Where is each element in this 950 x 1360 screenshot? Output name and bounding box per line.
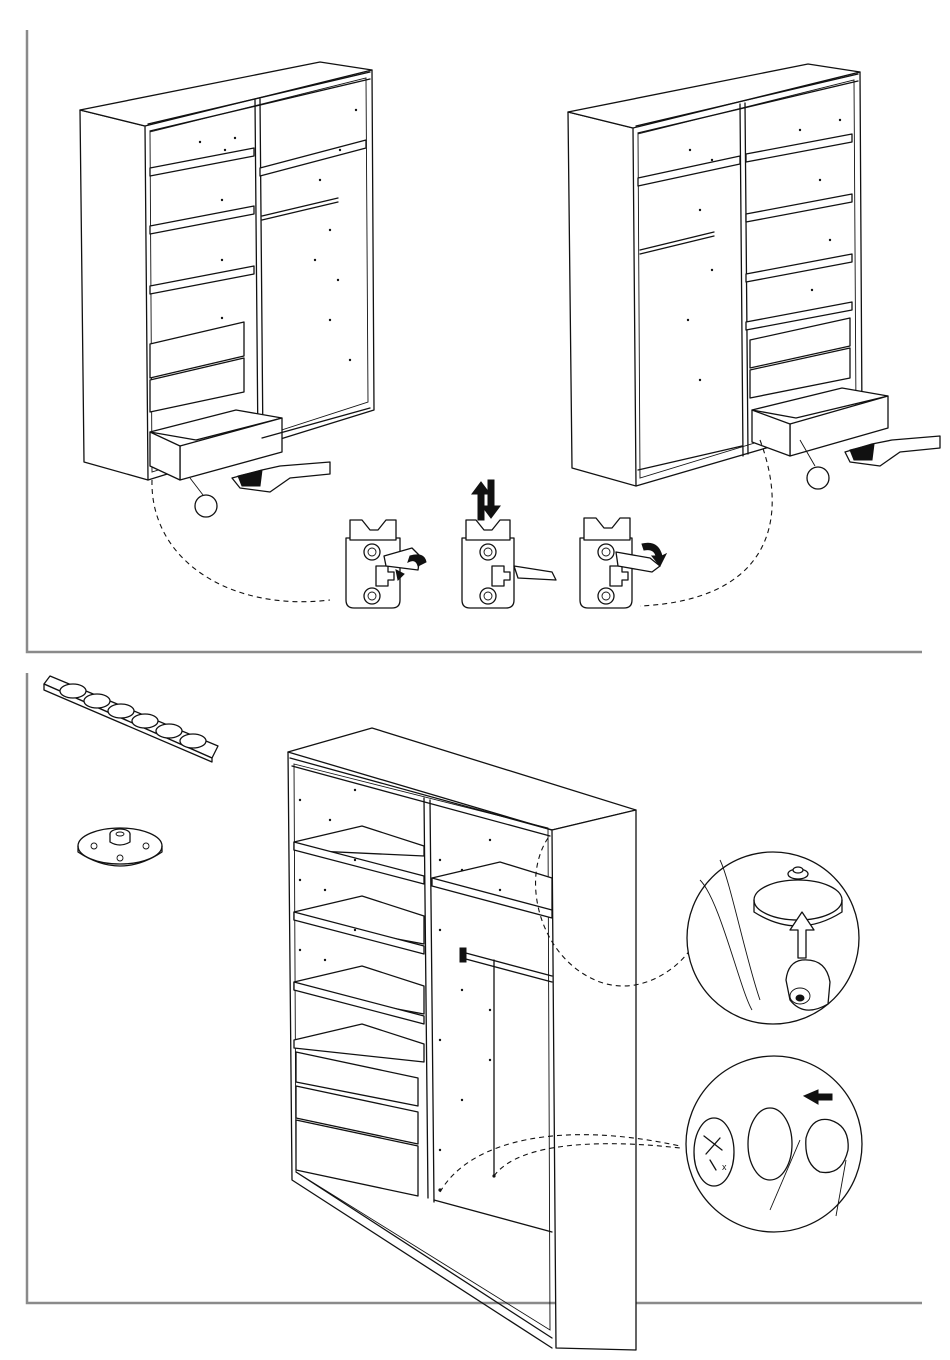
runner-clip-icon: [584, 518, 630, 540]
runner-clip-icon: [466, 520, 510, 540]
up-down-arrow-icon: [472, 480, 500, 520]
glide-foot-icon: [78, 828, 162, 866]
hand-pointer-left: [232, 462, 330, 492]
runner-clip-detail-2: [462, 480, 556, 608]
detail-foot-install: [687, 852, 859, 1024]
cover-cap-icon: [748, 1108, 792, 1180]
wardrobe-drawers-right: [568, 64, 888, 489]
runner-clip-icon: [350, 520, 396, 540]
callout-marker-left: [195, 495, 217, 517]
runner-clip-detail-3: [580, 518, 666, 608]
callout-marker-right: [807, 467, 829, 489]
adhesive-pad-strip-icon: [44, 676, 218, 762]
screwdriver-icon: [514, 566, 556, 580]
wardrobe-main: [288, 728, 636, 1350]
hand-pointer-right: [845, 436, 940, 466]
detail-cover-cap: x: [686, 1056, 862, 1232]
runner-clip-detail-1: [346, 520, 426, 608]
wardrobe-drawers-left: [80, 62, 374, 517]
svg-text:x: x: [722, 1162, 727, 1172]
